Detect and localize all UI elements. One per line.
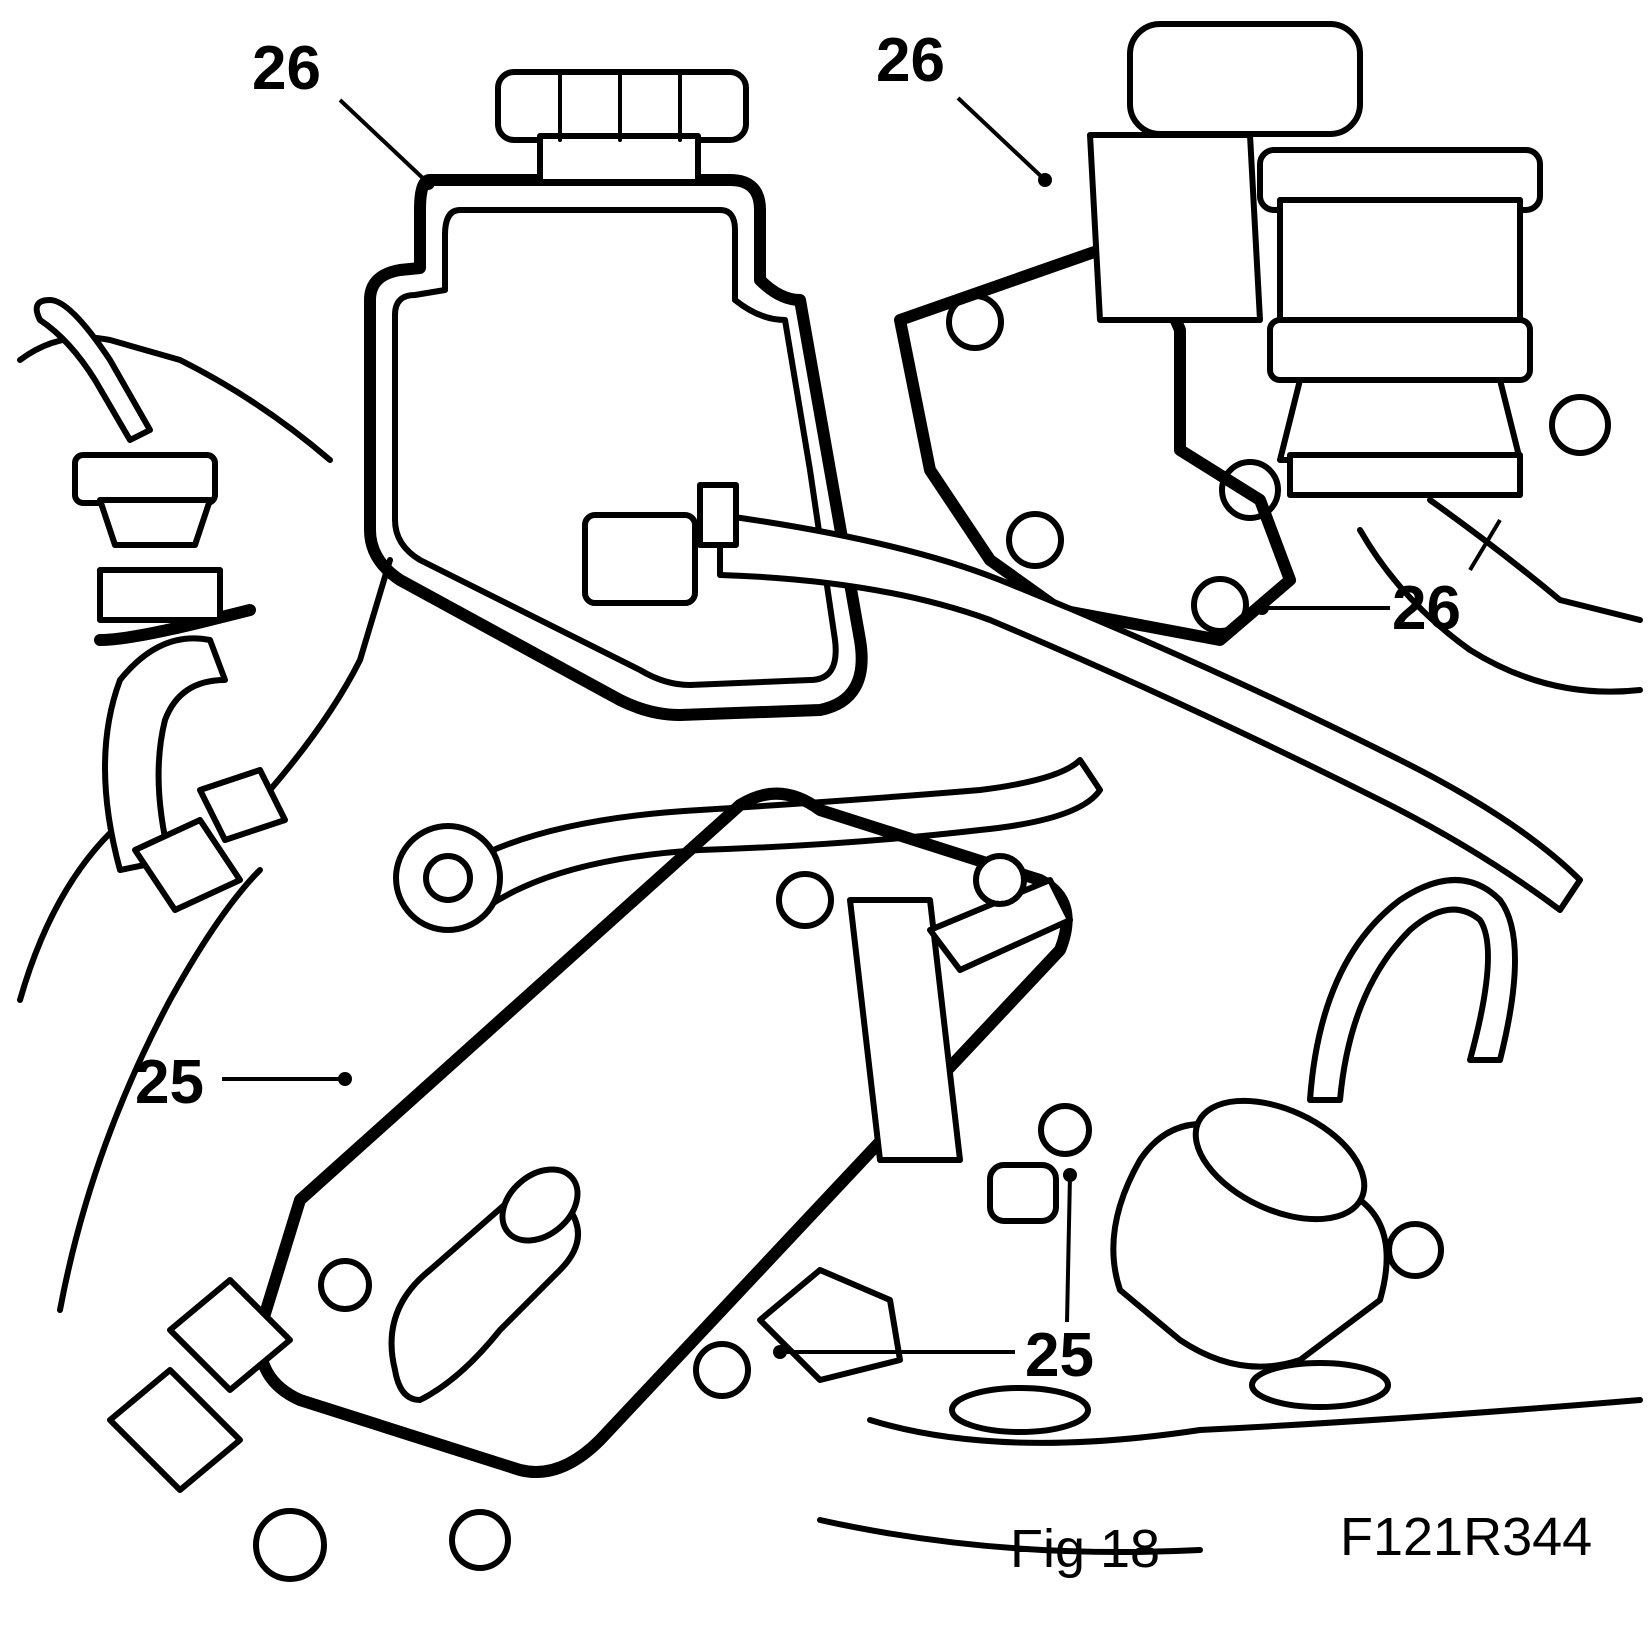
figure-number: Fig 18	[1010, 1519, 1161, 1579]
oil-cooler-plate	[253, 787, 1073, 1478]
leader-dot-25-bottom-2	[1063, 1168, 1077, 1182]
bolt-right-1	[1549, 394, 1611, 456]
dipstick-cap	[72, 452, 218, 506]
valve-foot	[1287, 452, 1523, 498]
pipe-union-inner	[423, 853, 473, 903]
upper-right-connector	[1087, 132, 1263, 323]
bolt-plate-2	[973, 853, 1027, 907]
right-sensor-knob	[1386, 1221, 1444, 1279]
left-hose-arc	[17, 334, 333, 463]
leader-dot-26-right	[1255, 601, 1269, 615]
bottom-contour-2	[817, 1517, 1203, 1555]
bottom-left-fitting-2	[167, 1277, 293, 1393]
right-engine-contour-2	[1427, 497, 1643, 623]
valve-stem	[1277, 197, 1523, 323]
callout-26-right: 26	[1392, 574, 1461, 643]
bottom-bolt-2	[449, 1509, 511, 1571]
bolt-plate-1	[776, 871, 834, 929]
left-hose-clamp-1	[132, 817, 243, 913]
callout-26-top-center: 26	[876, 26, 945, 95]
right-sensor-cap	[1192, 1097, 1368, 1223]
drain-plug-1	[949, 1385, 1091, 1435]
callout-25-bottom: 25	[1025, 1321, 1094, 1390]
reference-code: F121R344	[1340, 1507, 1593, 1567]
lower-sensor	[987, 1162, 1059, 1224]
leader-dot-26-top-center	[1038, 173, 1052, 187]
valve-base	[1277, 377, 1523, 463]
leader-dot-26-top-left	[421, 176, 435, 190]
left-pipe	[267, 557, 393, 793]
outlet-pipe-end	[499, 1166, 581, 1244]
lower-bolt	[1038, 1103, 1092, 1157]
main-hose	[717, 512, 1583, 913]
bottom-bolt-1	[253, 1508, 327, 1582]
outlet-pipe	[388, 1189, 581, 1403]
valve-lower	[1267, 317, 1533, 383]
leader-26-top-center	[956, 96, 1047, 182]
hose-clip	[697, 482, 739, 548]
hose-connector	[582, 512, 698, 606]
callout-26-top-left: 26	[252, 34, 321, 103]
bottom-bolt-3	[693, 1341, 751, 1399]
bottom-left-fitting	[107, 1367, 243, 1493]
drain-plug-2	[1249, 1360, 1391, 1410]
leader-26-right-2	[1468, 518, 1502, 572]
leader-dot-25-bottom	[773, 1345, 787, 1359]
leader-25-bottom-2	[1065, 1174, 1072, 1323]
dipstick-handle	[33, 297, 153, 443]
u-hose	[1307, 877, 1518, 1103]
left-hose-fitting	[97, 567, 223, 623]
leader-dot-25-left	[338, 1072, 352, 1086]
left-outer-arc	[57, 867, 263, 1313]
bottom-contour	[867, 1397, 1643, 1446]
oil-cooler-bracket	[847, 897, 963, 1163]
left-long-hose	[102, 635, 228, 873]
dipstick-tube	[97, 497, 213, 548]
leader-26-top-left	[338, 98, 430, 185]
callout-25-left: 25	[135, 1048, 204, 1117]
reservoir-inner	[392, 207, 839, 688]
bolt-center-2	[1006, 511, 1064, 569]
bolt-plate-3	[318, 1258, 372, 1312]
reservoir-neck	[537, 133, 701, 185]
filler-cap-right	[1127, 21, 1363, 137]
left-hose-clamp-2	[197, 767, 288, 843]
reservoir-cap-ribs	[558, 70, 682, 142]
bottom-connector	[757, 1267, 903, 1383]
right-engine-contour	[1357, 527, 1643, 695]
reservoir-body	[364, 174, 868, 721]
bolt-center-3	[1191, 576, 1249, 634]
